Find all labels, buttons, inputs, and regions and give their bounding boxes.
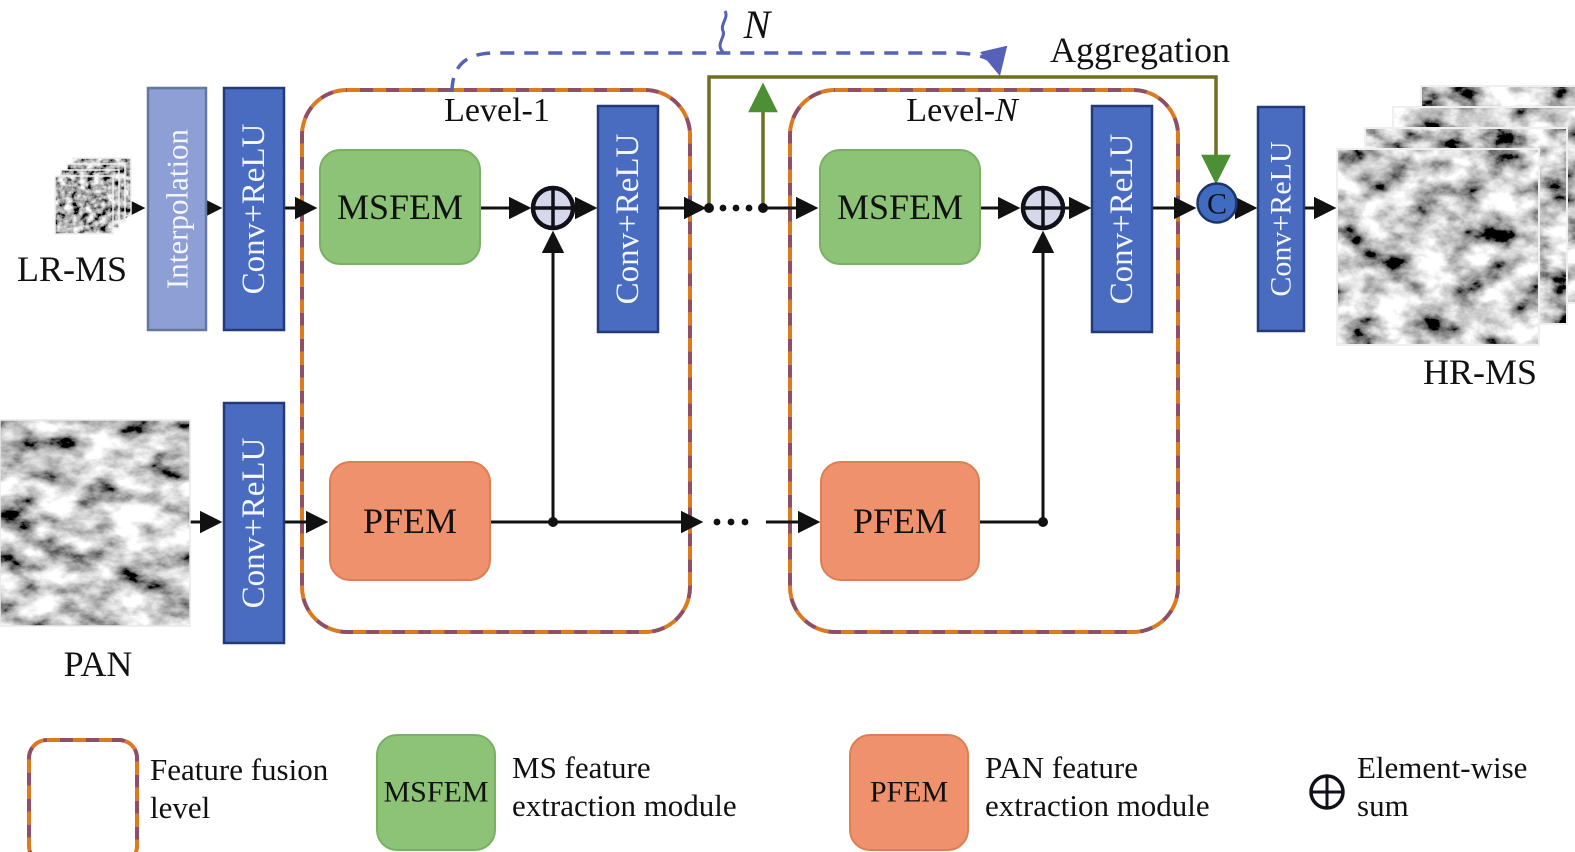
legend-feature-fusion-line1: Feature fusion bbox=[150, 752, 329, 787]
legend-pfem-desc-line1: PAN feature bbox=[985, 750, 1138, 785]
pfem-box-leveln bbox=[820, 461, 980, 581]
conv-relu-bar-input-ms bbox=[222, 86, 286, 332]
feature-fusion-level-1-box bbox=[300, 88, 692, 634]
conv-relu-label: Conv+ReLU bbox=[610, 133, 646, 304]
repeat-bracket-dashed-line bbox=[450, 45, 1008, 93]
legend-sum-desc-line1: Element-wise bbox=[1357, 750, 1527, 785]
pfem-label-level1: PFEM bbox=[363, 501, 457, 541]
pan-label: PAN bbox=[64, 644, 133, 684]
interpolation-bar bbox=[146, 86, 208, 332]
msfem-box-level1 bbox=[319, 149, 481, 265]
repeat-count-label: N bbox=[743, 2, 773, 47]
legend-pfem-desc-line2: extraction module bbox=[985, 788, 1210, 823]
conv-relu-label: Conv+ReLU bbox=[236, 123, 272, 294]
hr-ms-label: HR-MS bbox=[1423, 352, 1537, 392]
conv-relu-bar-level1 bbox=[596, 104, 660, 334]
legend-msfem-desc-line2: extraction module bbox=[512, 788, 737, 823]
element-wise-sum-leveln bbox=[1020, 185, 1066, 231]
legend-feature-fusion-swatch bbox=[27, 738, 139, 852]
conv-relu-bar-output bbox=[1256, 105, 1306, 333]
element-wise-sum-level1 bbox=[530, 185, 576, 231]
level1-label: Level-1 bbox=[444, 92, 550, 129]
pan-image bbox=[0, 419, 191, 627]
legend-pfem-swatch bbox=[849, 734, 969, 851]
legend-pfem-label: PFEM bbox=[870, 776, 948, 809]
leveln-label-prefix: Level- bbox=[906, 92, 995, 129]
hr-ms-image-stack bbox=[1336, 85, 1575, 346]
conv-relu-bar-input-pan bbox=[222, 401, 286, 645]
junction-dot bbox=[1038, 517, 1048, 527]
level1-dash-orange bbox=[300, 88, 692, 634]
msfem-label-leveln: MSFEM bbox=[837, 187, 963, 227]
legend-msfem-swatch bbox=[376, 734, 496, 851]
lr-ms-image-stack bbox=[54, 157, 132, 235]
legend-msfem-desc-line1: MS feature bbox=[512, 750, 651, 785]
conv-relu-label: Conv+ReLU bbox=[1104, 133, 1140, 304]
legend: Feature fusion level MSFEM MS feature ex… bbox=[27, 734, 1527, 852]
msfem-label-level1: MSFEM bbox=[337, 187, 463, 227]
lr-ms-label: LR-MS bbox=[17, 249, 127, 289]
msfem-box-leveln bbox=[819, 149, 981, 265]
level1-dash-purple bbox=[300, 88, 692, 634]
conv-relu-label: Conv+ReLU bbox=[1265, 141, 1298, 297]
legend-msfem-label: MSFEM bbox=[383, 776, 488, 809]
conv-relu-label: Conv+ReLU bbox=[236, 437, 272, 608]
legend-feature-fusion-line2: level bbox=[150, 790, 210, 825]
aggregation-label: Aggregation bbox=[1050, 30, 1230, 70]
junction-dot bbox=[704, 203, 714, 213]
concat-label: C bbox=[1207, 188, 1227, 221]
conv-relu-bar-leveln bbox=[1090, 104, 1154, 334]
leveln-label: Level-N bbox=[906, 92, 1020, 129]
concat-node bbox=[1196, 182, 1238, 224]
legend-sum-icon bbox=[1309, 774, 1345, 810]
junction-dot bbox=[758, 203, 768, 213]
pfem-label-leveln: PFEM bbox=[853, 501, 947, 541]
junction-dot bbox=[548, 517, 558, 527]
repeat-bracket-tick bbox=[718, 10, 728, 54]
leveln-dash-purple bbox=[788, 88, 1180, 634]
interpolation-label: Interpolation bbox=[160, 128, 195, 289]
aggregation-line bbox=[707, 75, 1231, 206]
leveln-dash-orange bbox=[788, 88, 1180, 634]
legend-sum-desc-line2: sum bbox=[1357, 788, 1409, 823]
ellipsis-pan-path bbox=[713, 518, 749, 526]
leveln-label-n: N bbox=[994, 92, 1020, 129]
ellipsis-ms-path bbox=[719, 204, 753, 212]
pfem-box-level1 bbox=[329, 461, 491, 581]
feature-fusion-level-n-box bbox=[788, 88, 1180, 634]
